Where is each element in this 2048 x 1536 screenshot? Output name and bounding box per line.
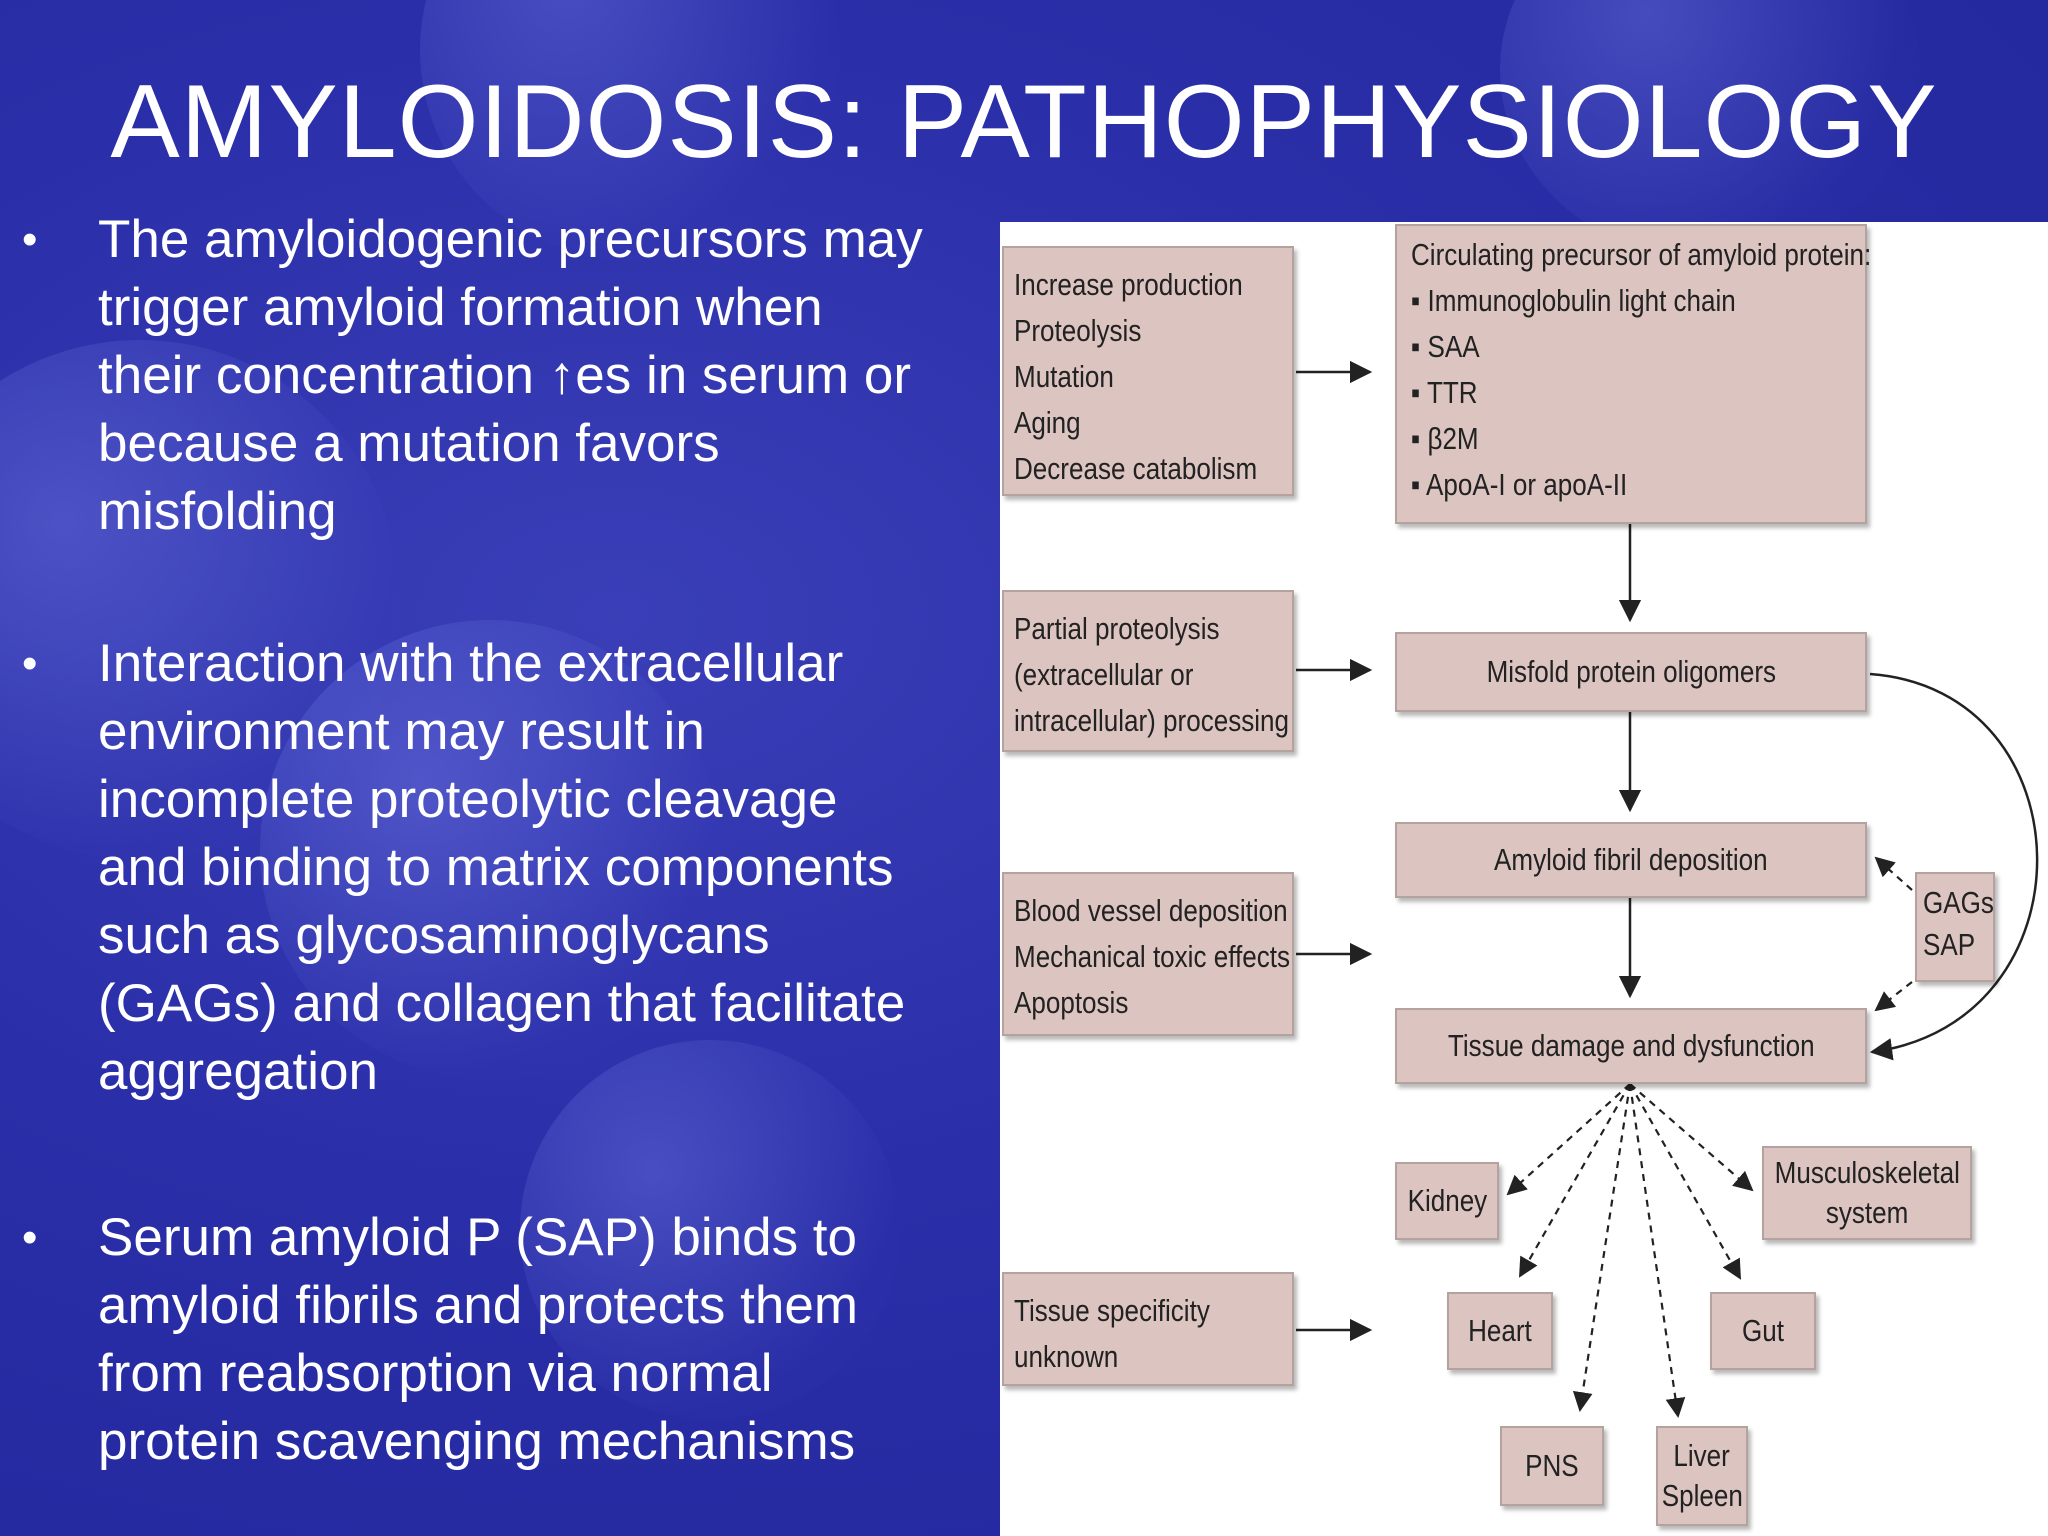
bullet-line: because a mutation favors [98,414,720,473]
bullet-line: trigger amyloid formation when [98,278,823,337]
box-circulating-precursor: Circulating precursor of amyloid protein… [1395,224,1872,524]
bullet-line: protein scavenging mechanisms [98,1412,856,1471]
box-text: Partial proteolysis [1014,611,1220,646]
box-heart: Heart [1447,1292,1553,1370]
arrow-gags-to-fibril [1874,856,1913,891]
box-kidney: Kidney [1395,1162,1499,1240]
box-misfold-oligomers: Misfold protein oligomers [1395,632,1867,712]
box-text: PNS [1525,1448,1579,1483]
box-toxic-effects: Blood vessel deposition Mechanical toxic… [1002,872,1294,1036]
box-pns: PNS [1500,1426,1604,1506]
bullet-line: The amyloidogenic precursors may [98,210,923,269]
box-text: Misfold protein oligomers [1486,654,1776,689]
box-text: ▪ Immunoglobulin light chain [1411,283,1736,318]
box-text: ▪ β2M [1411,421,1479,456]
box-text: Proteolysis [1014,313,1142,348]
box-text: unknown [1014,1339,1119,1374]
bullet-line: environment may result in [98,702,705,761]
box-tissue-specificity: Tissue specificity unknown [1002,1272,1294,1386]
box-text: ▪ ApoA-I or apoA-II [1411,467,1628,502]
bullet-line: amyloid fibrils and protects them [98,1276,858,1335]
arrow-to-liver-spleen [1628,1083,1686,1418]
box-text: Liver [1673,1438,1731,1473]
box-text: Kidney [1407,1183,1487,1218]
bullet-precursors: • The amyloidogenic precursors may trigg… [22,206,923,546]
diagram-connectors [1296,360,2039,1418]
box-partial-proteolysis: Partial proteolysis (extracellular or in… [1002,590,1294,752]
box-text: Apoptosis [1014,985,1129,1020]
arrow-to-pns [1572,1083,1632,1412]
bullet-line: and binding to matrix components [98,838,894,897]
bullet-line: such as glycosaminoglycans [98,906,770,965]
background-sphere [520,1040,900,1420]
slide-title: AMYLOIDOSIS: PATHOPHYSIOLOGY [110,64,1938,180]
bullet-sap: • Serum amyloid P (SAP) binds to amyloid… [22,1204,858,1476]
box-fibril-deposition: Amyloid fibril deposition [1395,822,1867,898]
box-text: Mechanical toxic effects [1014,939,1290,974]
box-text: Mutation [1014,359,1114,394]
box-gags-sap: GAGs SAP [1915,872,1995,982]
box-text: Aging [1014,405,1081,440]
box-tissue-damage: Tissue damage and dysfunction [1395,1008,1867,1084]
box-text: Increase production [1014,267,1243,302]
arrow-to-heart [1519,1083,1631,1278]
box-text: ▪ SAA [1411,329,1480,364]
box-text: Heart [1468,1313,1532,1348]
box-text: ▪ TTR [1411,375,1478,410]
bullet-line: aggregation [98,1042,378,1101]
box-musculoskeletal: Musculoskeletal system [1762,1146,1972,1240]
bullet-marker: • [22,215,38,264]
box-production-factors: Increase production Proteolysis Mutation… [1002,246,1294,496]
bullet-line: misfolding [98,482,337,541]
box-text: Circulating precursor of amyloid protein… [1411,237,1872,272]
arrow-gags-to-damage [1874,981,1913,1012]
box-text: Spleen [1661,1478,1743,1513]
arrow-to-gut [1629,1083,1741,1280]
box-text: Decrease catabolism [1014,451,1258,486]
bullet-extracellular: • Interaction with the extracellular env… [22,630,905,1106]
bullet-line: (GAGs) and collagen that facilitate [98,974,906,1033]
arrow-misfold-to-damage-curve [1869,672,2039,1061]
box-text: Tissue damage and dysfunction [1447,1028,1815,1063]
background-sphere [0,340,400,860]
box-text: GAGs [1923,885,1994,920]
bullet-marker: • [22,1213,38,1262]
box-text: SAP [1923,927,1976,962]
arrow-to-musculoskeletal [1629,1083,1754,1192]
box-text: Musculoskeletal [1774,1155,1960,1190]
box-text: (extracellular or [1014,657,1194,692]
box-text: system [1825,1195,1909,1230]
box-liver-spleen: Liver Spleen [1656,1426,1748,1526]
box-gut: Gut [1710,1292,1816,1370]
arrow-to-kidney [1506,1083,1631,1196]
pathophysiology-diagram: Increase production Proteolysis Mutation… [1000,222,2048,1536]
bullet-line: Interaction with the extracellular [98,634,844,693]
box-text: Gut [1742,1313,1784,1348]
box-text: Blood vessel deposition [1014,893,1288,928]
box-text: intracellular) processing [1014,703,1289,738]
box-text: Amyloid fibril deposition [1494,842,1768,877]
background-sphere [260,620,720,1080]
bullet-line: incomplete proteolytic cleavage [98,770,838,829]
bullet-marker: • [22,639,38,688]
bullet-line: from reabsorption via normal [98,1344,773,1403]
box-text: Tissue specificity [1014,1293,1210,1328]
bullet-line: Serum amyloid P (SAP) binds to [98,1208,858,1267]
bullet-line: their concentration ↑es in serum or [98,346,912,405]
